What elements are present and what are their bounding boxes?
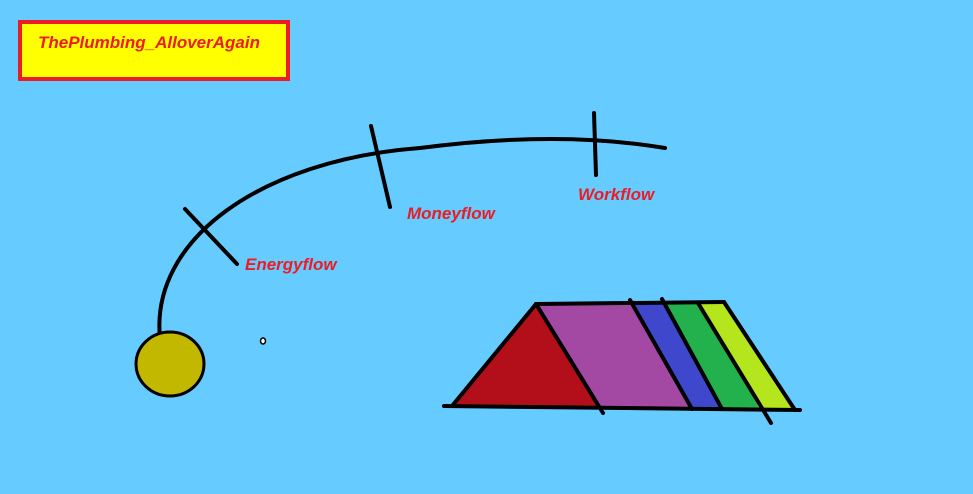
red-triangle [450, 304, 600, 409]
band-blue [634, 303, 722, 410]
stray-dot [259, 337, 267, 345]
diagram-title: ThePlumbing_AlloverAgain [38, 33, 260, 52]
title-box: ThePlumbing_AlloverAgain [18, 20, 290, 81]
energyflow-tick [183, 207, 239, 266]
band-lime [700, 303, 795, 410]
sun-ball [134, 330, 206, 398]
flow-arc [157, 137, 667, 340]
energyflow-label: Energyflow [245, 255, 338, 274]
band-purple [536, 303, 692, 410]
band-green [666, 303, 760, 410]
trapezoid-outline [442, 297, 802, 425]
moneyflow-label: Moneyflow [407, 204, 497, 223]
moneyflow-tick [369, 124, 392, 209]
workflow-label: Workflow [578, 185, 656, 204]
workflow-tick [592, 111, 598, 177]
